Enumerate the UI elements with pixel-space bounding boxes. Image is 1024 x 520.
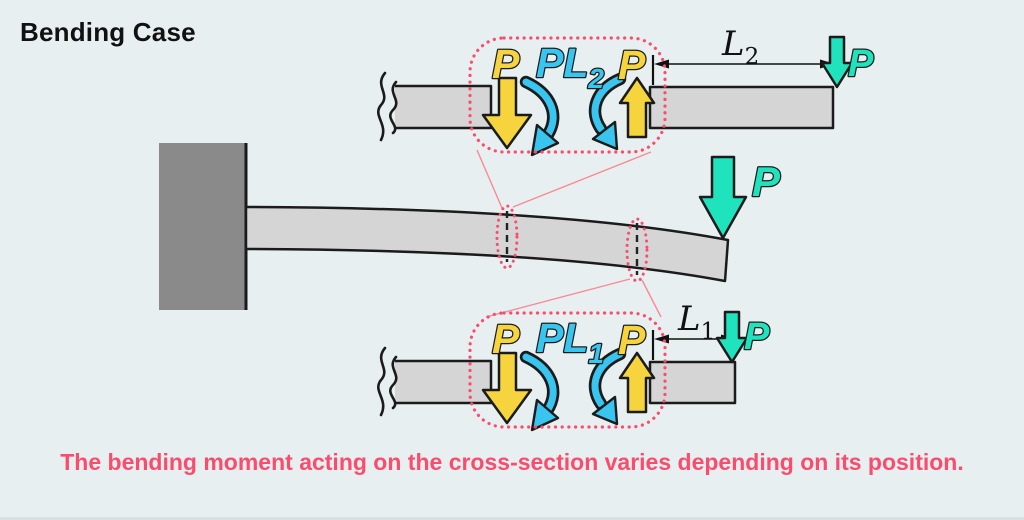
moment-arc-left-arrowhead xyxy=(530,398,560,432)
main-load-arrow xyxy=(698,155,748,240)
stub-load-arrow xyxy=(820,35,854,89)
shear-down-arrow xyxy=(481,76,533,150)
break-symbol-inner xyxy=(389,355,398,410)
top-detail-view: P PL2 P L2 P xyxy=(377,24,875,157)
moment-label-sub: 2 xyxy=(587,63,604,94)
page-title: Bending Case xyxy=(20,17,196,47)
shear-right-label: P xyxy=(618,42,646,88)
shear-up-arrow xyxy=(618,351,656,414)
fixed-wall xyxy=(159,143,246,310)
dimension-label-sub: 2 xyxy=(745,44,760,70)
moment-arc-left-arrowhead xyxy=(530,123,560,157)
detail-frame xyxy=(468,311,667,429)
bottom-detail-view: P PL1 P L1 P xyxy=(377,299,771,432)
moment-label: PL1 xyxy=(536,315,604,369)
beam-stub-right-outline xyxy=(648,85,835,130)
leader-line-bottom-right xyxy=(641,279,662,318)
leader-line-bottom-left xyxy=(485,278,631,318)
shear-left-label: P xyxy=(492,316,520,362)
beam-stub-left-outline xyxy=(395,359,493,405)
beam-stub-left xyxy=(395,361,491,403)
dimension-label: L1 xyxy=(677,299,715,345)
shear-up-arrow xyxy=(618,76,656,139)
beam-stub-left-outline xyxy=(395,84,493,130)
moment-arc-right xyxy=(591,75,624,133)
beam-stub-right xyxy=(650,87,833,128)
shear-down-arrow xyxy=(481,351,533,425)
main-beam-figure: P xyxy=(159,143,782,318)
break-symbol-outer xyxy=(377,346,387,417)
shear-right-label: P xyxy=(618,317,646,363)
moment-arc-right xyxy=(591,350,624,408)
main-load-label: P xyxy=(752,158,781,205)
detail-frame xyxy=(468,36,667,154)
shear-left-label: P xyxy=(492,41,520,87)
dimension-arrowhead-left xyxy=(654,59,669,69)
beam-stub-left xyxy=(395,86,491,128)
break-symbol-inner xyxy=(389,80,398,135)
stub-load-label: P xyxy=(744,316,770,358)
moment-label-base: PL xyxy=(536,315,588,361)
caption-text: The bending moment acting on the cross-s… xyxy=(60,449,964,475)
moment-arc-right-arrowhead xyxy=(591,120,619,151)
dimension-label-base: L xyxy=(721,24,745,64)
cross-section-2-highlight xyxy=(625,217,649,283)
cross-section-1-highlight xyxy=(495,204,519,270)
moment-arc-right-arrowhead xyxy=(591,395,619,426)
cantilever-beam xyxy=(244,205,730,283)
beam-stub-right-outline xyxy=(648,360,737,405)
stub-load-label: P xyxy=(848,43,874,85)
dimension-label-sub: 1 xyxy=(701,319,716,345)
moment-arc-left xyxy=(522,78,557,140)
dimension-arrowhead-left xyxy=(654,334,669,344)
dimension-label-base: L xyxy=(677,299,701,339)
beam-stub-right xyxy=(650,362,735,403)
leader-line-top-right xyxy=(512,151,652,208)
moment-arc-left xyxy=(522,353,557,415)
stub-load-arrow xyxy=(715,310,749,364)
moment-label-sub: 1 xyxy=(588,338,604,369)
footer-strip xyxy=(0,517,1024,520)
dimension-label: L2 xyxy=(721,24,759,70)
break-symbol-outer xyxy=(377,71,387,142)
leader-line-top-left xyxy=(476,149,503,209)
moment-label-base: PL xyxy=(536,40,588,86)
moment-label: PL2 xyxy=(536,40,604,94)
